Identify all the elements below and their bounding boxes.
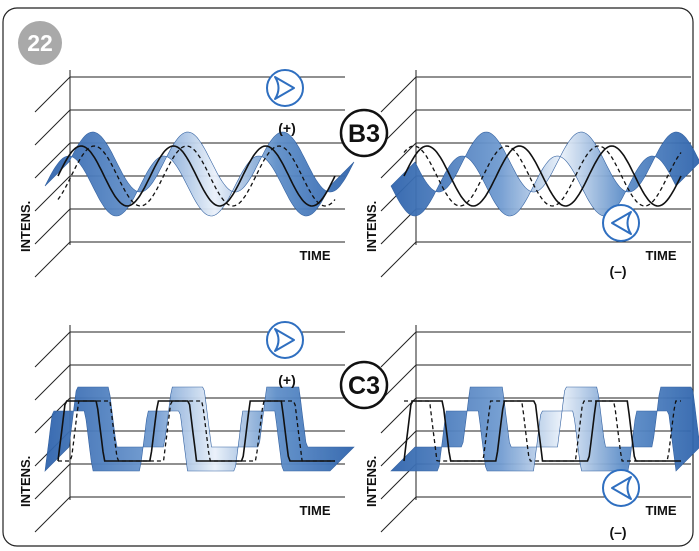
- depth-line: [34, 496, 71, 533]
- axis-label-time: TIME: [645, 503, 676, 518]
- mode-badge-bottom: C3: [339, 360, 389, 410]
- depth-line: [380, 496, 417, 533]
- depth-line: [34, 109, 71, 146]
- panel-top-right: INTENS. TIME: [364, 70, 699, 278]
- mode-label-bottom: C3: [348, 372, 380, 400]
- depth-line: [34, 331, 71, 368]
- axis-label-intensity: INTENS.: [364, 201, 379, 252]
- panel-bottom-left: INTENS. TIME: [18, 325, 355, 533]
- chevron-right-icon: [266, 321, 304, 359]
- figure-number-badge: 22: [18, 21, 62, 65]
- direction-label-plus-top: (+): [278, 120, 296, 136]
- wave-solid-line: [57, 400, 335, 462]
- depth-line: [34, 76, 71, 113]
- wave-dashed-line: [58, 400, 335, 462]
- depth-line: [34, 364, 71, 401]
- axis-label-time: TIME: [299, 503, 330, 518]
- wave-dashed-line: [57, 145, 336, 207]
- depth-line: [34, 241, 71, 278]
- wave-dashed-line: [404, 400, 681, 462]
- axis-label-time: TIME: [299, 248, 330, 263]
- axis-label-intensity: INTENS.: [364, 456, 379, 507]
- axis-label-time: TIME: [645, 248, 676, 263]
- depth-line: [34, 175, 71, 212]
- depth-line: [380, 430, 417, 467]
- depth-line: [380, 241, 417, 278]
- depth-line: [380, 364, 417, 401]
- depth-line: [34, 142, 71, 179]
- depth-line: [380, 76, 417, 113]
- direction-label-plus-bottom: (+): [278, 372, 296, 388]
- depth-line: [380, 331, 417, 368]
- mode-label-top: B3: [348, 120, 380, 148]
- figure-number: 22: [27, 30, 53, 56]
- chevron-right-icon: [266, 69, 304, 107]
- panel-top-left: INTENS. TIME: [18, 70, 355, 278]
- wave-solid-line: [57, 145, 336, 207]
- depth-line: [34, 208, 71, 245]
- panel-bottom-right: INTENS. TIME: [364, 325, 699, 533]
- mode-badge-top: B3: [339, 108, 389, 158]
- depth-line: [34, 463, 71, 500]
- axis-label-intensity: INTENS.: [18, 456, 33, 507]
- wave-ribbon: [44, 386, 355, 472]
- chevron-left-icon: [602, 204, 640, 242]
- chevron-left-icon: [602, 469, 640, 507]
- axis-label-intensity: INTENS.: [18, 201, 33, 252]
- wave-dashed-line: [403, 145, 682, 207]
- depth-line: [380, 142, 417, 179]
- depth-line: [380, 397, 417, 434]
- direction-label-minus-bottom: (–): [609, 524, 626, 540]
- wave-solid-line: [403, 145, 682, 207]
- direction-label-minus-top: (–): [609, 263, 626, 279]
